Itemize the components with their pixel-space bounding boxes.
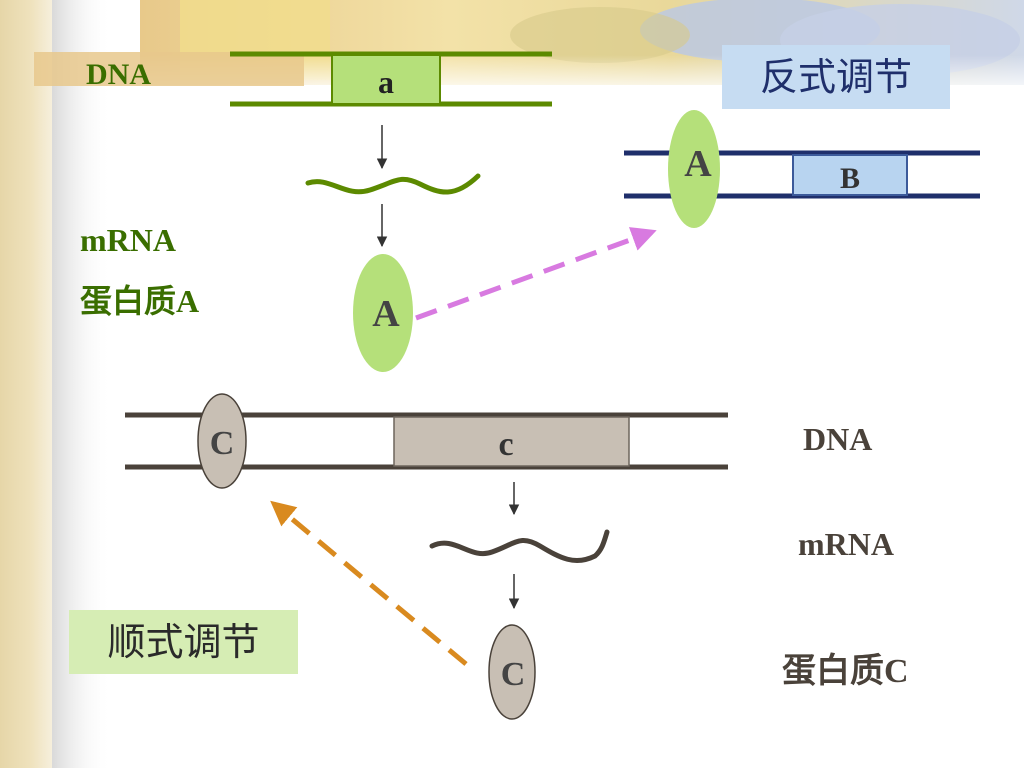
top-protein-label: 蛋白质A — [80, 283, 200, 319]
cis-regulation-title: 顺式调节 — [69, 610, 298, 674]
protein-c-node — [488, 624, 536, 720]
bound-protein-a-label: A — [684, 143, 712, 185]
bound-protein-a — [668, 110, 720, 228]
left-texture-strip — [0, 0, 52, 768]
bottom-mrna-label: mRNA — [798, 526, 894, 562]
gene-a-label: a — [378, 64, 394, 100]
bound-protein-c-label: C — [210, 425, 235, 462]
gene-a-box — [331, 54, 441, 105]
protein-c-node-label: C — [501, 656, 526, 693]
gene-c-label: c — [498, 426, 513, 463]
trans-regulation-title: 反式调节 — [722, 45, 950, 109]
mrna-a-strand — [305, 173, 481, 195]
cis-regulation-arrow — [270, 500, 468, 666]
mrna-c-strand — [429, 529, 610, 563]
protein-a-node-label: A — [372, 293, 400, 335]
gene-b-box — [792, 154, 908, 196]
title-bar-accent — [34, 52, 304, 86]
trans-regulation-arrow — [415, 227, 657, 321]
protein-a-node — [353, 254, 413, 372]
bottom-dna-label: DNA — [803, 421, 873, 457]
bound-protein-c — [197, 393, 247, 489]
bottom-protein-label: 蛋白质C — [782, 653, 909, 690]
top-dna-label: DNA — [86, 58, 151, 91]
gene-b-label: B — [840, 162, 860, 195]
top-mrna-label: mRNA — [80, 222, 176, 258]
gene-c-box — [393, 416, 630, 467]
